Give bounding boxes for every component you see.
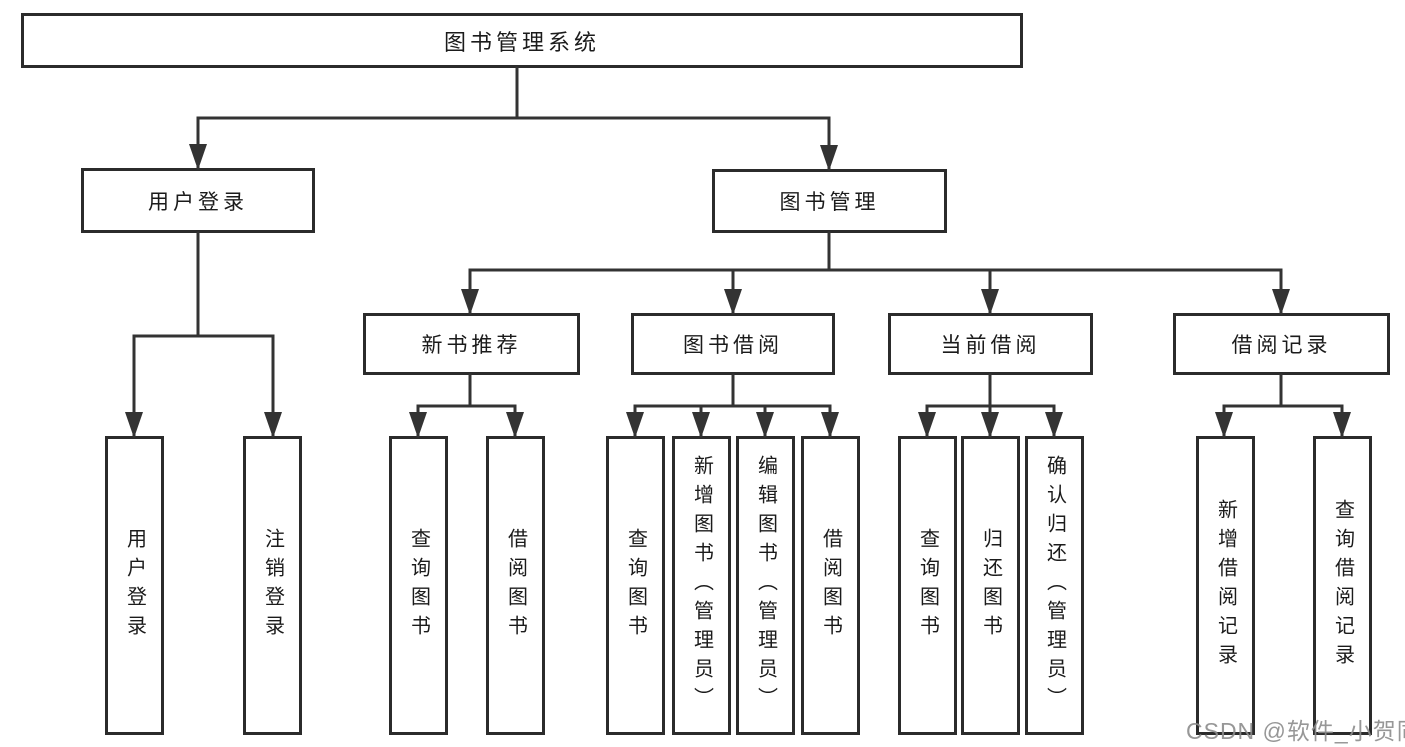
node-root: 图书管理系统 xyxy=(21,13,1023,68)
leaf-add-borrow-record: 新增借阅记录 xyxy=(1196,436,1255,735)
leaf-user-login: 用户登录 xyxy=(105,436,164,735)
leaf-query-books-current-label: 查询图书 xyxy=(916,527,939,644)
leaf-return-books-label: 归还图书 xyxy=(979,527,1002,644)
leaf-query-books-recommend-label: 查询图书 xyxy=(407,527,430,644)
leaf-add-books-admin: 新增图书（管理员） xyxy=(672,436,731,735)
node-user-login: 用户登录 xyxy=(81,168,315,233)
csdn-watermark: CSDN @软件_小贺同学 xyxy=(1186,718,1405,744)
leaf-logout: 注销登录 xyxy=(243,436,302,735)
leaf-borrow-books: 借阅图书 xyxy=(801,436,860,735)
leaf-query-books-borrow-label: 查询图书 xyxy=(624,527,647,644)
leaf-borrow-books-label: 借阅图书 xyxy=(819,527,842,644)
node-book-management: 图书管理 xyxy=(712,169,947,233)
leaf-user-login-label: 用户登录 xyxy=(123,527,146,644)
leaf-edit-books-admin: 编辑图书（管理员） xyxy=(736,436,795,735)
leaf-return-books: 归还图书 xyxy=(961,436,1020,735)
leaf-logout-label: 注销登录 xyxy=(261,527,284,644)
leaf-borrow-books-recommend: 借阅图书 xyxy=(486,436,545,735)
leaf-query-books-current: 查询图书 xyxy=(898,436,957,735)
leaf-query-books-recommend: 查询图书 xyxy=(389,436,448,735)
leaf-confirm-return-admin: 确认归还（管理员） xyxy=(1025,436,1084,735)
node-new-book-recommendation: 新书推荐 xyxy=(363,313,580,375)
leaf-add-books-admin-label: 新增图书（管理员） xyxy=(690,455,713,716)
node-book-borrowing: 图书借阅 xyxy=(631,313,835,375)
leaf-confirm-return-admin-label: 确认归还（管理员） xyxy=(1043,455,1066,716)
leaf-query-borrow-record-label: 查询借阅记录 xyxy=(1331,498,1354,673)
leaf-query-borrow-record: 查询借阅记录 xyxy=(1313,436,1372,735)
leaf-query-books-borrow: 查询图书 xyxy=(606,436,665,735)
leaf-add-borrow-record-label: 新增借阅记录 xyxy=(1214,498,1237,673)
leaf-edit-books-admin-label: 编辑图书（管理员） xyxy=(754,455,777,716)
leaf-borrow-books-recommend-label: 借阅图书 xyxy=(504,527,527,644)
node-current-borrowing: 当前借阅 xyxy=(888,313,1093,375)
node-borrowing-records: 借阅记录 xyxy=(1173,313,1390,375)
